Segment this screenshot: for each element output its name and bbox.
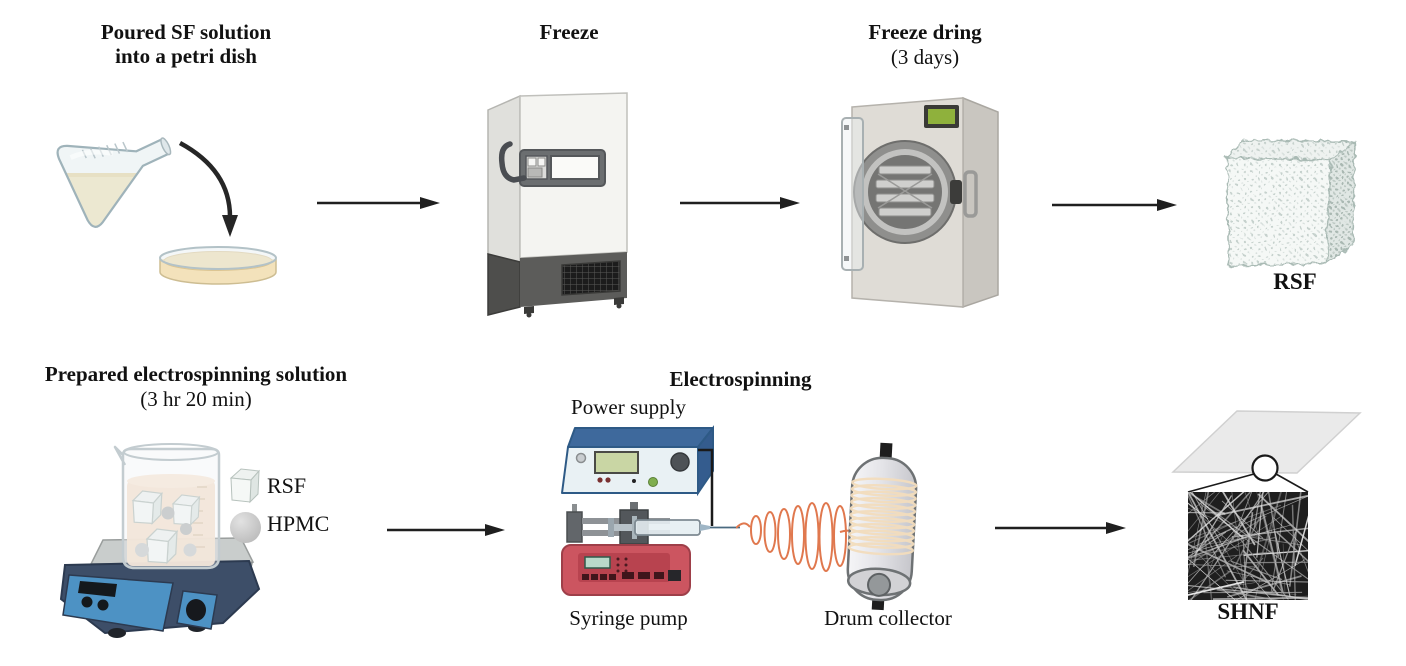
flask-pour-icon [54,137,277,285]
beaker-stirrer-icon [59,443,261,638]
arrow-right-icon [387,524,505,536]
magnifier-circle-icon [1251,454,1279,482]
pour-arrow-icon [178,141,233,218]
step3-title: Freeze dring [868,20,982,44]
dryer-door-icon [841,117,864,271]
dryer-handle-icon [950,180,962,204]
syringe-pump-label: Syringe pump [569,606,688,630]
drum-windings-icon [847,477,918,556]
step3-subtitle: (3 days) [890,45,960,69]
power-supply-display [594,451,639,474]
fiber-jet-icon [736,502,854,572]
syringe-icon [608,516,740,539]
electrospinning-title: Electrospinning [669,367,812,391]
freezer-handle-icon [498,141,527,183]
arrow-right-icon [1052,199,1177,211]
step1-title-line2: into a petri dish [115,44,257,68]
pump-display [584,556,611,569]
step2-title: Freeze [539,20,599,44]
stirrer-knob-icon [186,599,206,621]
legend-hpmc-label: HPMC [267,511,330,536]
drum-collector-label: Drum collector [824,606,952,630]
freezer-icon [487,92,628,318]
power-supply-label: Power supply [571,395,686,419]
bottom-step1-subtitle: (3 hr 20 min) [140,387,252,411]
power-supply-knob-icon [670,452,690,472]
rsf-result-label: RSF [1273,269,1317,294]
shnf-result-label: SHNF [1217,599,1279,624]
legend-rsf-label: RSF [267,473,307,498]
petri-dish-icon [159,246,277,285]
drum-collector-icon [846,442,918,611]
arrow-right-icon [995,522,1126,534]
bottom-step1-title: Prepared electrospinning solution [44,362,348,386]
arrow-right-icon [317,197,440,209]
rsf-cube-icon [229,468,261,504]
wire-icon [698,448,714,526]
syringe-pump-icon [561,502,740,596]
power-supply-icon [561,425,714,497]
step1-title-line1: Poured SF solution [100,20,272,44]
nanofiber-sem-icon [1187,454,1309,600]
hpmc-sphere-icon [230,512,261,543]
beaker-icon [113,443,221,570]
stirrer-panel [62,574,174,632]
rsf-sponge-icon [1225,139,1358,267]
freeze-dryer-icon [841,96,999,309]
arrow-right-icon [680,197,800,209]
